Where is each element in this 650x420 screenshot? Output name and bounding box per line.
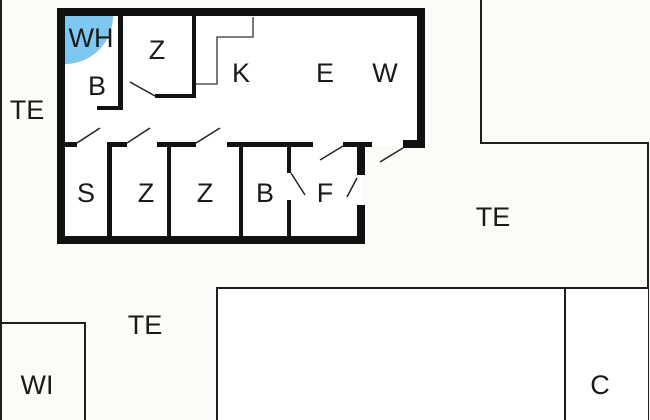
wall-b-stub [97, 106, 123, 110]
wall-wh-z [118, 16, 123, 110]
wall-z-k [192, 16, 196, 98]
house-interior [61, 12, 421, 240]
door-swing-z2 [126, 127, 151, 144]
lower-building-outline [216, 287, 648, 420]
wall-left [57, 8, 65, 244]
wall-z-bottom [155, 94, 196, 98]
room-label-z: Z [138, 178, 155, 208]
wall-z-b [239, 142, 243, 240]
wall-f-right [357, 205, 365, 244]
room-label-k: K [232, 58, 250, 88]
door-swing-entrance [379, 147, 404, 163]
room-label-te: TE [476, 202, 511, 232]
wall-right [417, 8, 425, 148]
corridor-wall [157, 142, 196, 147]
corridor-wall [107, 142, 127, 147]
door-swing-z3 [195, 127, 221, 144]
wall-top [57, 8, 425, 16]
room-label-f: F [317, 178, 334, 208]
wall-s-z [107, 142, 112, 240]
room-label-wi: WI [21, 370, 54, 400]
room-label-s: S [77, 178, 95, 208]
wall-b-f [287, 142, 291, 173]
stairs-outline [196, 17, 254, 85]
neighbor-building-outline [480, 0, 649, 420]
door-swing-z1 [129, 81, 156, 97]
room-label-z: Z [197, 178, 214, 208]
room-label-wh: WH [69, 23, 114, 53]
room-label-b: B [256, 178, 274, 208]
door-swing-s [76, 127, 101, 144]
door-swing-f-exterior [346, 177, 358, 198]
room-label-b: B [88, 71, 106, 101]
corridor-wall [65, 142, 77, 147]
wall-bottom [57, 236, 365, 244]
wi-room-outline [1, 322, 86, 420]
room-label-te: TE [128, 310, 163, 340]
wall-b-f [287, 200, 291, 240]
door-swing-f [319, 145, 344, 161]
corridor-wall [227, 142, 313, 147]
wall-right-stub [403, 140, 425, 148]
lower-building-fill [217, 288, 648, 420]
room-label-w: W [372, 58, 398, 88]
door-swing-b2 [290, 172, 306, 196]
wall-f-right [357, 142, 365, 175]
wall-z-z [167, 142, 171, 240]
room-label-c: C [590, 370, 610, 400]
room-label-e: E [316, 58, 334, 88]
room-label-te: TE [10, 95, 45, 125]
wh-highlight [65, 16, 113, 64]
room-label-z: Z [149, 35, 166, 65]
